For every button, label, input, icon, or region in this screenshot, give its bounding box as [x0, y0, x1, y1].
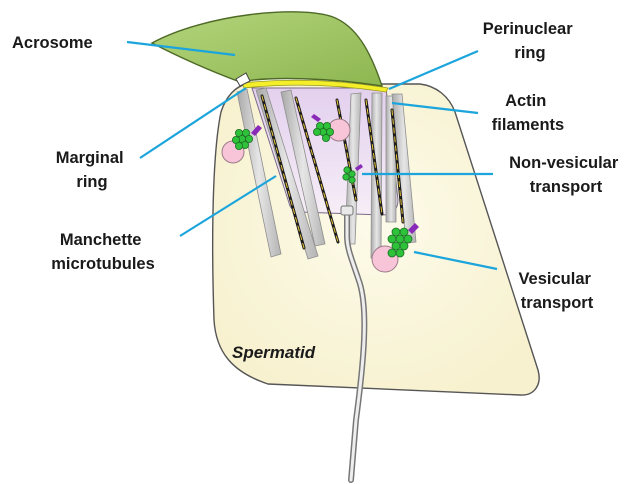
label-perinuclear-ring-line1: Perinuclear: [483, 20, 573, 38]
label-perinuclear-ring: Perinuclear ring: [483, 20, 577, 62]
label-marginal-ring-line1: Marginal: [56, 149, 124, 167]
label-non-vesicular-transport: Non-vesicular transport: [509, 154, 623, 196]
label-marginal-ring-line2: ring: [76, 173, 107, 191]
label-marginal-ring: Marginal ring: [56, 149, 128, 191]
label-acrosome: Acrosome: [12, 34, 93, 52]
flagellum-base: [341, 206, 353, 215]
label-actin-filaments-line1: Actin: [505, 92, 546, 110]
label-manchette-microtubules-line1: Manchette: [60, 231, 142, 249]
label-vesicular-transport-line1: Vesicular: [518, 270, 591, 288]
label-perinuclear-ring-line2: ring: [514, 44, 545, 62]
label-non-vesicular-transport-line1: Non-vesicular: [509, 154, 619, 172]
label-manchette-microtubules-line2: microtubules: [51, 255, 155, 273]
label-vesicular-transport: Vesicular transport: [518, 270, 595, 312]
label-vesicular-transport-line2: transport: [521, 294, 594, 312]
label-actin-filaments-line2: filaments: [492, 116, 564, 134]
leader-perinuclear-ring: [389, 51, 478, 89]
label-actin-filaments: Actin filaments: [492, 92, 564, 134]
label-manchette-microtubules: Manchette microtubules: [51, 231, 155, 273]
label-non-vesicular-transport-line2: transport: [530, 178, 603, 196]
label-spermatid: Spermatid: [232, 343, 316, 362]
